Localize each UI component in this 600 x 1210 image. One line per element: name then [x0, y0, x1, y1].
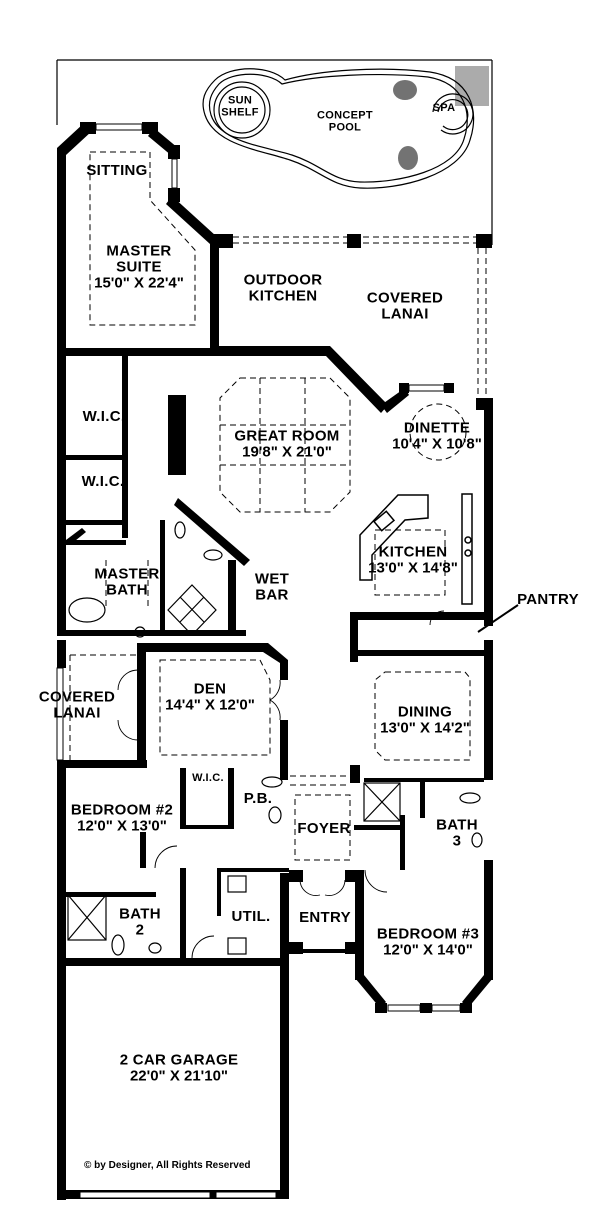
room-dimensions: 12'0" X 14'0" [383, 941, 473, 958]
pantry-leader [477, 604, 519, 633]
exterior-walls [57, 122, 493, 1200]
room-dimensions: 13'0" X 14'8" [368, 559, 458, 576]
pool [202, 68, 475, 189]
room-name: DEN [193, 680, 227, 698]
room-name: W.I.C. [192, 772, 224, 785]
room-dimensions: 15'0" X 22'4" [94, 273, 184, 291]
room-name: BEDROOM #3 [376, 925, 480, 943]
room-label-wic-1: W.I.C. [83, 409, 126, 425]
room-name: P.B. [243, 790, 273, 808]
room-label-utility: UTIL. [232, 909, 271, 925]
room-name: BEDROOM #2 [70, 801, 174, 819]
interior-walls [66, 348, 484, 958]
copyright-notice: © by Designer, All Rights Reserved [84, 1160, 251, 1171]
room-dimensions: 19'8" X 21'0" [242, 443, 332, 460]
room-dimensions: 13'0" X 14'2" [380, 719, 470, 736]
landscaping [393, 66, 489, 170]
dashed-lines [69, 151, 487, 861]
room-name: SITTING [86, 162, 148, 180]
room-name: DINETTE [403, 419, 471, 437]
kitchen-counter [359, 493, 473, 605]
room-label-foyer: FOYER [297, 821, 350, 837]
room-label-wic-3: W.I.C. [192, 773, 224, 785]
room-label-pantry: PANTRY [517, 592, 579, 608]
lot-boundary [56, 59, 493, 245]
room-name: W.I.C. [81, 473, 125, 491]
room-dimensions: 10'4" X 10'8" [392, 435, 482, 452]
room-name: 2 CAR GARAGE [119, 1051, 239, 1069]
room-label-wic-2: W.I.C. [82, 474, 125, 490]
room-name: DINING [397, 703, 453, 721]
room-name: SPA [432, 102, 456, 115]
room-dimensions: 22'0" X 21'10" [129, 1067, 229, 1084]
room-label-sitting: SITTING [86, 163, 147, 179]
door-swings [117, 610, 445, 959]
room-name: PANTRY [517, 591, 579, 609]
windows [56, 123, 461, 1199]
room-name: W.I.C. [82, 408, 126, 426]
room-name: ENTRY [299, 909, 351, 927]
room-name: UTIL. [231, 908, 271, 926]
room-label-entry: ENTRY [299, 910, 351, 926]
room-dimensions: 14'4" X 12'0" [165, 696, 255, 713]
fixtures [67, 521, 483, 956]
room-dimensions: 12'0" X 13'0" [77, 817, 167, 834]
room-name: FOYER [297, 820, 351, 838]
room-name: GREAT ROOM [234, 427, 340, 445]
room-name: KITCHEN [378, 543, 448, 561]
room-label-spa: SPA [433, 103, 456, 115]
room-label-powder-bath: P.B. [244, 791, 272, 807]
